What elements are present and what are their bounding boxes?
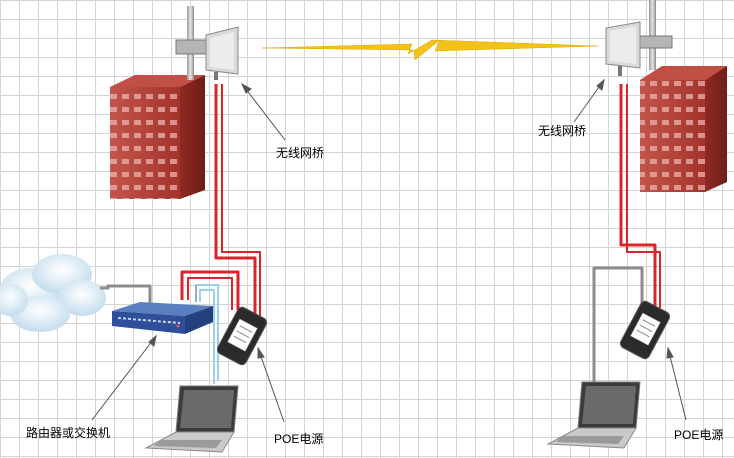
antenna-pole-right [649, 0, 656, 70]
poe-injector-right-icon [619, 300, 671, 360]
poe-right-label: POE电源 [674, 428, 724, 442]
bridge-left-label: 无线网桥 [276, 146, 325, 160]
poe-left-label: POE电源 [274, 432, 324, 446]
router-icon [112, 302, 213, 334]
building-left [110, 75, 205, 199]
label-pointers [91, 78, 687, 423]
cables-right [592, 84, 661, 388]
wireless-bridge-left-icon [175, 26, 239, 80]
wireless-link-lightning [261, 39, 599, 61]
router-label: 路由器或交换机 [26, 426, 111, 440]
bridge-right-label: 无线网桥 [538, 124, 587, 138]
poe-injector-left-icon [216, 306, 268, 366]
cloud-icon [0, 254, 106, 332]
cables-left [100, 84, 261, 384]
laptop-right-icon [546, 381, 641, 449]
building-right [640, 66, 727, 192]
wireless-bridge-right-icon [605, 21, 673, 76]
laptop-left-icon [144, 385, 239, 453]
